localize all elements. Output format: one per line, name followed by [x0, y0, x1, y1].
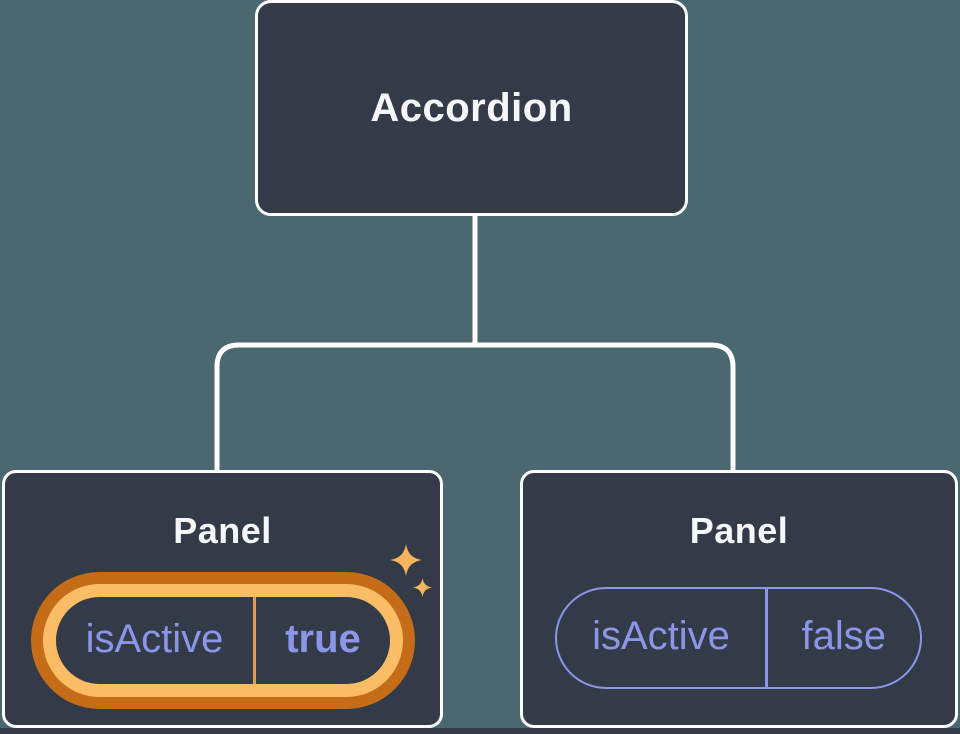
- component-node-panel-active: Panel isActive true: [2, 470, 443, 728]
- state-name: isActive: [592, 614, 730, 658]
- sparkle-small-icon: [413, 578, 432, 597]
- state-pill-highlighted: isActive true: [31, 572, 415, 709]
- panel-node-label: Panel: [173, 510, 272, 551]
- state-pill-core: isActive true: [56, 597, 390, 684]
- state-value: false: [801, 614, 887, 658]
- pill-divider: [253, 597, 256, 684]
- state-value: true: [285, 616, 361, 661]
- highlight-ring: isActive true: [43, 584, 403, 697]
- page-edge-strip: [0, 728, 960, 734]
- pill-divider: [765, 589, 768, 687]
- connector-branch: [214, 342, 736, 473]
- sparkle-large-icon: [390, 544, 422, 576]
- root-node-label: Accordion: [370, 85, 573, 130]
- component-node-panel-inactive: Panel isActive false: [520, 470, 958, 728]
- component-node-root: Accordion: [255, 0, 688, 216]
- state-name: isActive: [85, 616, 224, 661]
- panel-node-label: Panel: [689, 510, 789, 551]
- state-pill: isActive false: [555, 587, 922, 689]
